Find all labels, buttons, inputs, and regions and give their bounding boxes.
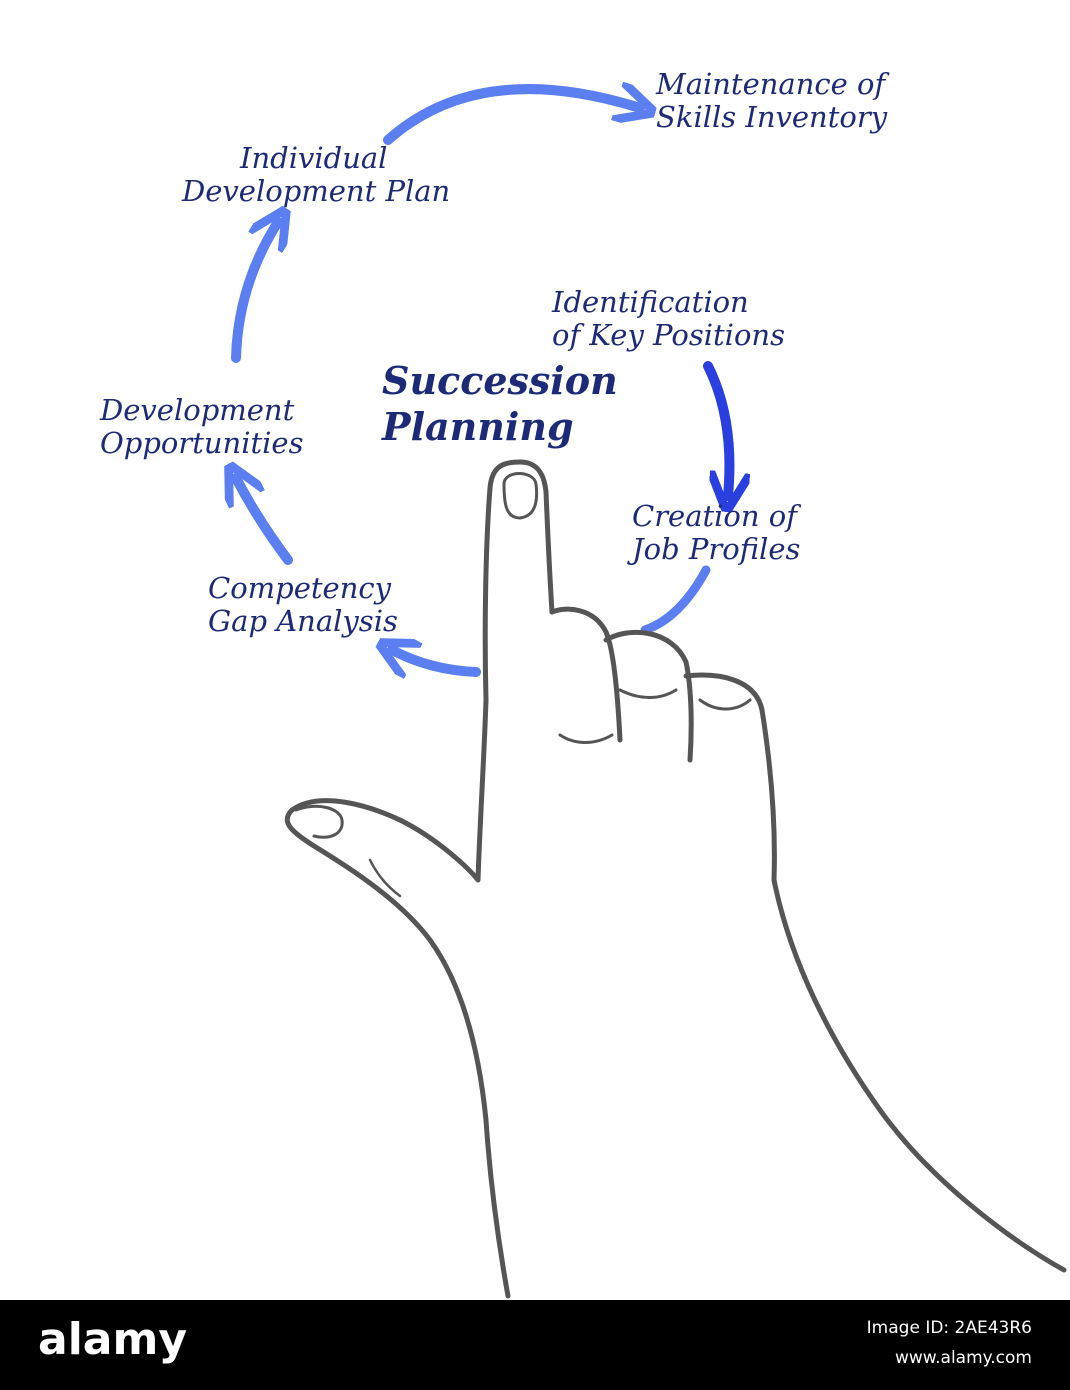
- step-maintenance-line1: Maintenance of: [656, 67, 886, 101]
- diagram-title: Succession Planning: [382, 358, 618, 450]
- step-identification-line1: Identification: [552, 285, 749, 319]
- arrow-creation-to-competency: [640, 565, 711, 635]
- step-maintenance-line2: Skills Inventory: [656, 100, 888, 134]
- step-creation-job-profiles: Creation of Job Profiles: [632, 500, 800, 566]
- step-development-line2: Opportunities: [100, 426, 304, 460]
- site-url-text: www.alamy.com: [894, 1348, 1032, 1368]
- title-line2: Planning: [382, 404, 574, 449]
- arrow-to-competency-gap: [392, 650, 481, 672]
- step-identification-key-positions: Identification of Key Positions: [552, 286, 785, 352]
- step-creation-line1: Creation of: [632, 499, 797, 533]
- pointing-hand-illustration: [284, 459, 1067, 1299]
- step-development-line1: Development: [100, 393, 295, 427]
- step-creation-line2: Job Profiles: [632, 532, 801, 566]
- step-individual-line2: Development Plan: [182, 174, 451, 208]
- step-individual-line1: Individual: [240, 141, 388, 175]
- stock-watermark-bar: alamy Image ID: 2AE43R6 www.alamy.com: [0, 1300, 1070, 1390]
- arrow-identification-to-creation: [703, 361, 729, 496]
- step-identification-line2: of Key Positions: [552, 318, 785, 352]
- image-id-text: Image ID: 2AE43R6: [866, 1318, 1032, 1338]
- diagram-artwork: [0, 0, 1067, 1299]
- arrow-individual-plan-to-maintenance: [383, 89, 640, 145]
- arrow-competency-to-development: [236, 478, 293, 565]
- step-competency-line1: Competency: [208, 571, 391, 605]
- title-line1: Succession: [382, 358, 618, 403]
- step-competency-gap-analysis: Competency Gap Analysis: [208, 572, 398, 638]
- step-maintenance-skills-inventory: Maintenance of Skills Inventory: [656, 68, 887, 134]
- step-development-opportunities: Development Opportunities: [100, 394, 303, 460]
- alamy-logo: alamy: [38, 1314, 187, 1365]
- step-competency-line2: Gap Analysis: [208, 604, 398, 638]
- arrow-development-to-individual-plan: [231, 222, 278, 363]
- step-individual-development-plan: Individual Development Plan: [182, 142, 450, 208]
- diagram-canvas: Identification of Key Positions Creation…: [0, 0, 1067, 1299]
